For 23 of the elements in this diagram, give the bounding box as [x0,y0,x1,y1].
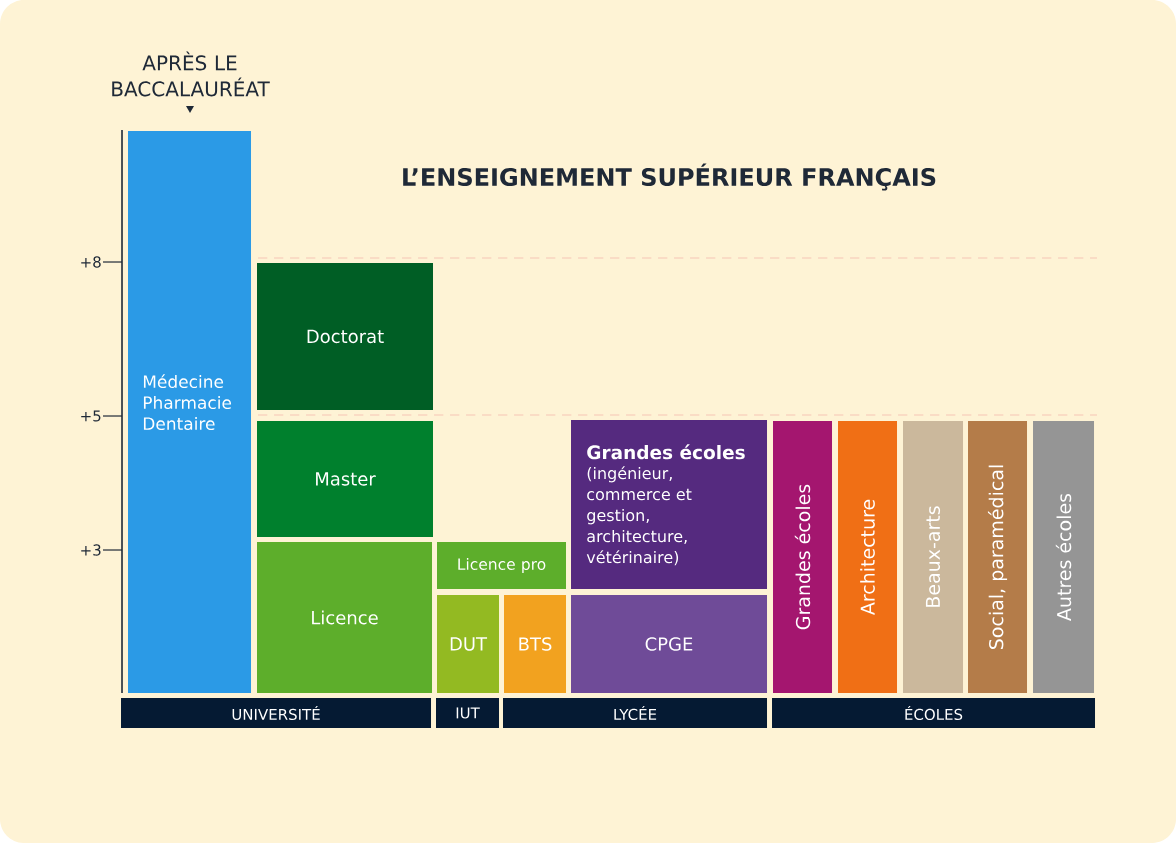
school-bar: Beaux-arts [903,421,963,693]
category-band: LYCÉE [503,698,767,728]
study-box: CPGE [571,595,767,693]
study-box: Doctorat [257,263,433,410]
study-box: Licence [257,542,432,693]
study-box: DUT [437,595,499,693]
category-band: UNIVERSITÉ [121,698,431,728]
title: L’ENSEIGNEMENT SUPÉRIEUR FRANÇAIS [403,163,936,191]
study-box: Master [257,421,433,537]
study-box: Licence pro [437,542,566,589]
study-box: Grandes écoles (ingénieur, commerce et gestion, architecture, vétérinaire) [571,420,767,589]
category-band: IUT [436,698,499,728]
tick-label: +5 [81,410,101,422]
school-bar: Social, paramédical [968,421,1027,693]
category-band: ÉCOLES [772,698,1095,728]
tick-label: +3 [81,544,101,556]
tick-label: +8 [81,256,101,268]
study-box: Médecine Pharmacie Dentaire [128,131,251,693]
school-bar: Autres écoles [1033,421,1094,693]
school-bar: Grandes écoles [773,421,832,693]
school-bar: Architecture [838,421,897,693]
study-box: BTS [504,595,566,693]
heading-text: APRÈS LE BACCALAURÉAT [112,51,270,97]
